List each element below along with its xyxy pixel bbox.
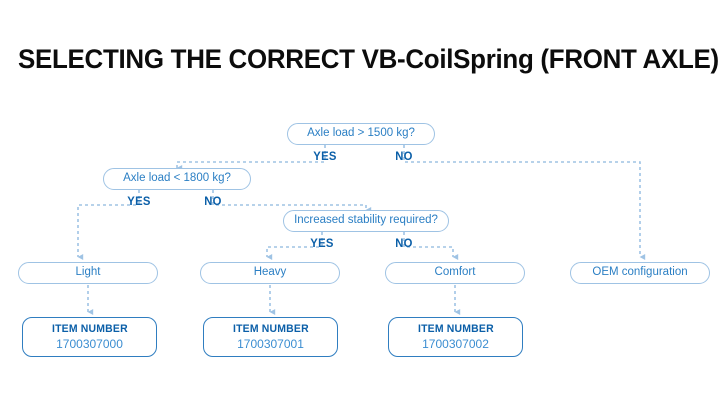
- node-label: OEM configuration: [592, 266, 688, 279]
- branch-label-q2-yes: YES: [127, 194, 151, 208]
- node-label: Light: [75, 266, 101, 279]
- node-q1[interactable]: Axle load > 1500 kg?: [287, 123, 435, 145]
- item-number-value: 1700307001: [237, 337, 304, 351]
- node-r2[interactable]: Heavy: [200, 262, 340, 284]
- node-label: Comfort: [434, 266, 476, 279]
- item-number-label: ITEM NUMBER: [417, 323, 494, 335]
- branch-label-q2-no: NO: [204, 194, 222, 208]
- branch-label-q3-yes: YES: [310, 236, 334, 250]
- node-i3[interactable]: ITEM NUMBER 1700307002: [388, 317, 523, 357]
- node-label: Heavy: [253, 266, 287, 279]
- node-r4[interactable]: OEM configuration: [570, 262, 710, 284]
- node-i2[interactable]: ITEM NUMBER 1700307001: [203, 317, 338, 357]
- item-number-value: 1700307002: [422, 337, 489, 351]
- node-q2[interactable]: Axle load < 1800 kg?: [103, 168, 251, 190]
- item-number-label: ITEM NUMBER: [232, 323, 309, 335]
- branch-label-q1-no: NO: [395, 149, 413, 163]
- node-i1[interactable]: ITEM NUMBER 1700307000: [22, 317, 157, 357]
- node-label: Axle load < 1800 kg?: [123, 172, 231, 185]
- node-r1[interactable]: Light: [18, 262, 158, 284]
- node-r3[interactable]: Comfort: [385, 262, 525, 284]
- node-label: Axle load > 1500 kg?: [307, 127, 415, 140]
- connector-e-q1-no: [403, 145, 646, 260]
- page-title: SELECTING THE CORRECT VB-CoilSpring (FRO…: [18, 44, 719, 74]
- branch-label-q3-no: NO: [395, 236, 413, 250]
- branch-label-q1-yes: YES: [313, 149, 337, 163]
- connector-e-q2-no: [212, 190, 372, 213]
- item-number-value: 1700307000: [56, 337, 123, 351]
- connector-e-q1-yes: [176, 145, 326, 171]
- node-label: Increased stability required?: [294, 214, 438, 227]
- item-number-label: ITEM NUMBER: [51, 323, 128, 335]
- node-q3[interactable]: Increased stability required?: [283, 210, 449, 232]
